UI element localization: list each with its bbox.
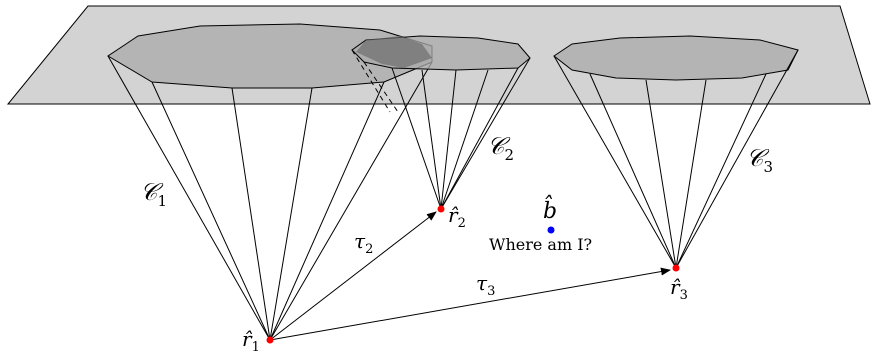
cone-3 bbox=[553, 35, 799, 269]
tau3-arrow bbox=[269, 267, 671, 341]
tau3-label: τ3 bbox=[476, 271, 495, 299]
b-label: b̂ bbox=[543, 195, 557, 224]
cone-1-base bbox=[107, 23, 433, 89]
query-b-point bbox=[547, 226, 555, 234]
cone-3-base bbox=[553, 35, 799, 81]
question-label: Where am I? bbox=[489, 235, 592, 254]
cone-1 bbox=[107, 23, 433, 341]
receiver-r3-point bbox=[672, 264, 680, 272]
cone-1-label: 𝒞1 bbox=[140, 178, 167, 210]
cone-3-label: 𝒞3 bbox=[746, 144, 773, 176]
cone-2 bbox=[351, 35, 531, 210]
r1-label: r̂1 bbox=[242, 327, 260, 355]
cone-overlap-region bbox=[356, 36, 432, 68]
tau2-arrow bbox=[269, 211, 437, 341]
cone-2-label: 𝒞2 bbox=[487, 132, 514, 164]
r2-label: r̂2 bbox=[448, 203, 466, 231]
receiver-r2-point bbox=[437, 205, 445, 213]
r3-label: r̂3 bbox=[670, 275, 688, 303]
tau2-label: τ2 bbox=[354, 229, 373, 257]
receiver-r1-point bbox=[266, 336, 274, 344]
